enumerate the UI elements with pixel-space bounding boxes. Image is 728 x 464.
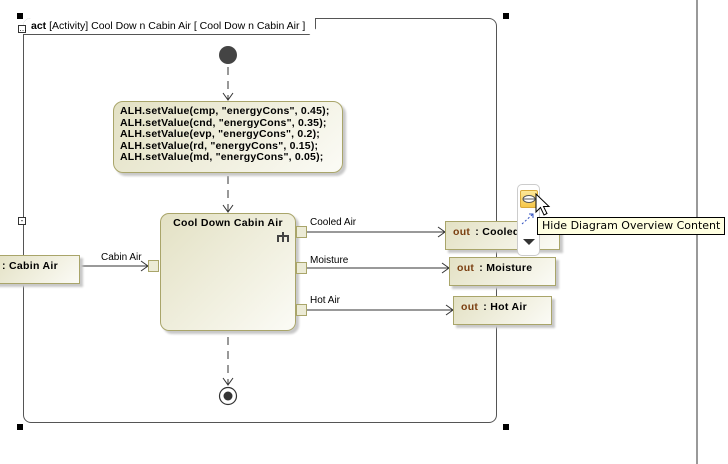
hide-overview-button[interactable] <box>520 190 538 208</box>
out-keyword: out <box>457 262 475 274</box>
expand-icon[interactable]: … <box>18 24 27 33</box>
final-node-center <box>223 391 233 401</box>
output-parameter-moisture[interactable]: out : Moisture <box>449 257 556 286</box>
opaque-action[interactable]: ALH.setValue(cmp, "energyCons", 0.45); A… <box>113 101 343 173</box>
object-name: : Hot Air <box>483 301 527 313</box>
object-name: : Cabin Air <box>2 260 58 272</box>
output-pin-label: Hot Air <box>310 295 341 306</box>
output-pin-label: Cooled Air <box>310 217 357 228</box>
selection-handle[interactable] <box>17 13 23 19</box>
out-keyword: out <box>461 301 479 313</box>
collapse-icon[interactable]: - <box>18 217 26 225</box>
initial-node[interactable] <box>219 46 237 64</box>
object-name: : Moisture <box>479 262 533 274</box>
dashed-arrow-icon[interactable] <box>520 212 536 226</box>
out-keyword: out <box>453 226 471 238</box>
output-pin-cooled[interactable] <box>296 226 307 238</box>
frame-title-text: [Activity] Cool Dow n Cabin Air [ Cool D… <box>49 20 306 32</box>
output-pin-moisture[interactable] <box>296 262 307 274</box>
input-parameter-node[interactable]: : Cabin Air <box>0 255 80 284</box>
dropdown-triangle-icon[interactable] <box>522 238 536 246</box>
selection-handle[interactable] <box>503 424 509 430</box>
input-pin[interactable] <box>148 260 159 272</box>
code-line: ALH.setValue(cmp, "energyCons", 0.45); <box>120 105 330 117</box>
arrowhead <box>222 92 234 101</box>
arrowhead <box>222 204 234 213</box>
code-line: ALH.setValue(cnd, "energyCons", 0.35); <box>120 116 327 129</box>
rake-icon <box>277 232 289 242</box>
object-name: : Cooled <box>475 226 520 238</box>
arrowhead <box>222 377 234 386</box>
eye-icon <box>522 195 536 203</box>
selection-handle[interactable] <box>17 424 23 430</box>
frame-title: act [Activity] Cool Dow n Cabin Air [ Co… <box>23 18 316 35</box>
code-line: ALH.setValue(md, "energyCons", 0.05); <box>120 151 324 164</box>
input-pin-label: Cabin Air <box>101 252 142 263</box>
tooltip: Hide Diagram Overview Content <box>537 217 726 235</box>
output-pin-hot[interactable] <box>296 304 307 316</box>
frame-keyword: act <box>31 20 47 32</box>
output-parameter-hot[interactable]: out : Hot Air <box>453 296 552 325</box>
action-title: Cool Down Cabin Air <box>173 217 283 229</box>
call-behavior-action[interactable]: Cool Down Cabin Air <box>160 213 296 331</box>
output-pin-label: Moisture <box>310 255 349 266</box>
selection-handle[interactable] <box>503 13 509 19</box>
code-line: ALH.setValue(evp, "energyCons", 0.2); <box>120 128 320 141</box>
code-line: ALH.setValue(rd, "energyCons", 0.15); <box>120 139 319 152</box>
mouse-cursor-icon <box>535 193 551 216</box>
